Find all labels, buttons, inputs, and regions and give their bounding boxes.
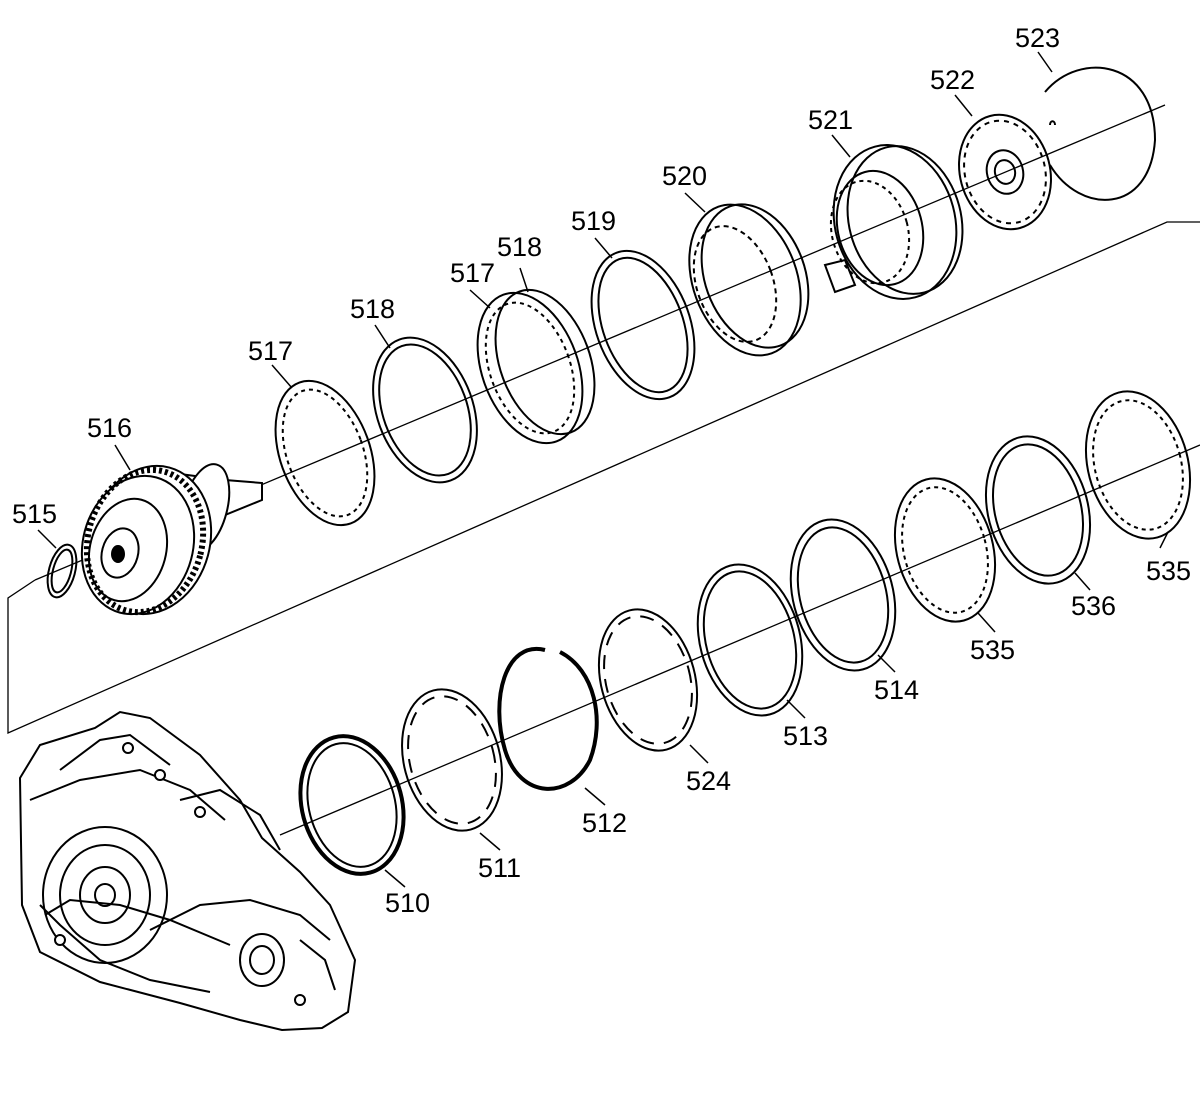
- transmission-case: [18, 710, 357, 1032]
- part-520-piston: [688, 203, 810, 357]
- part-511-plate: [401, 688, 503, 832]
- callout-511: 511: [478, 853, 521, 883]
- part-515-snap-ring: [46, 543, 78, 599]
- part-524-plate: [597, 608, 699, 752]
- leader-lines: [37, 51, 1169, 888]
- part-535-friction-plate-b: [893, 477, 997, 623]
- part-510-seal-ring: [298, 734, 406, 876]
- callout-514: 514: [874, 675, 919, 705]
- callout-535-b: 535: [970, 635, 1015, 665]
- part-521-housing: [823, 144, 964, 300]
- callout-515: 515: [12, 499, 57, 529]
- callout-522: 522: [930, 65, 975, 95]
- callout-524: 524: [686, 766, 731, 796]
- callout-518-a: 518: [350, 294, 395, 324]
- part-518-steel-plate-a: [372, 336, 478, 484]
- part-512-snap-ring: [497, 646, 599, 791]
- callout-519: 519: [571, 206, 616, 236]
- callout-523: 523: [1015, 23, 1060, 53]
- part-516-clutch-drum: [80, 463, 263, 616]
- callout-517-b: 517: [450, 258, 495, 288]
- part-519-plate: [590, 249, 696, 401]
- callout-513: 513: [783, 721, 828, 751]
- callout-510: 510: [385, 888, 430, 918]
- callout-512: 512: [582, 808, 627, 838]
- callout-516: 516: [87, 413, 132, 443]
- part-513-plate: [696, 563, 804, 717]
- part-517-friction-plate-a: [274, 379, 376, 527]
- callout-521: 521: [808, 105, 853, 135]
- part-514-steel-plate: [789, 518, 897, 672]
- part-523-snap-ring: [1044, 66, 1157, 201]
- callout-labels: 515 516 517 518 517 518 519 520 521 522 …: [12, 23, 1191, 918]
- part-535-friction-plate-a: [1084, 390, 1192, 540]
- callout-535-a: 535: [1146, 556, 1191, 586]
- part-522-hub: [958, 113, 1052, 231]
- part-517-518-plates-b: [476, 288, 596, 445]
- callout-518-b: 518: [497, 232, 542, 262]
- part-536-steel-plate: [984, 435, 1092, 585]
- callout-517-a: 517: [248, 336, 293, 366]
- callout-520: 520: [662, 161, 707, 191]
- callout-536: 536: [1071, 591, 1116, 621]
